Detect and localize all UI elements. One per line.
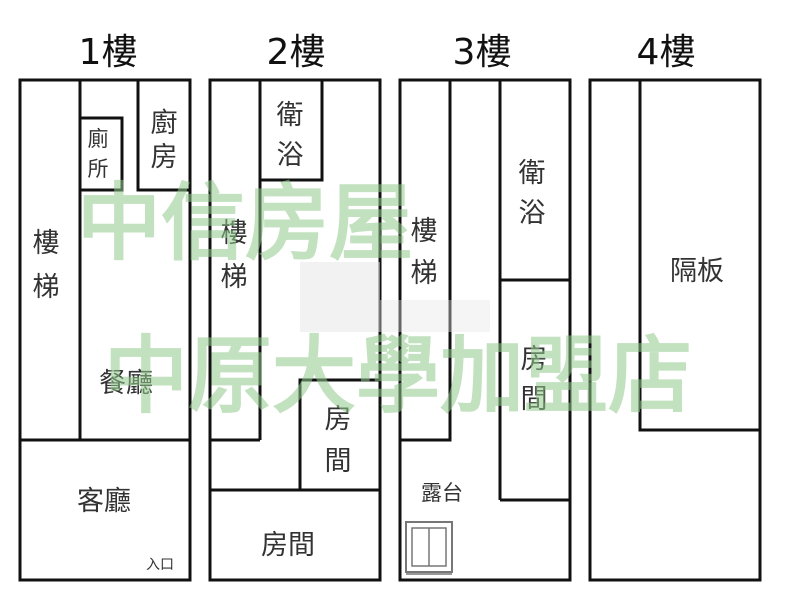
floor-4-outline <box>588 78 762 582</box>
floor-2-small-room <box>298 378 380 490</box>
washing-machine-icon <box>405 521 453 575</box>
floor-3-outline <box>398 78 572 582</box>
floor-4-partition <box>638 80 760 432</box>
floor-3-terrace-label: 露台 <box>421 481 463 505</box>
floor-1-kitchen-label-1: 廚 <box>151 108 178 139</box>
floor-1-dining-label: 餐廳 <box>99 368 153 399</box>
floor-1-toilet-label-2: 所 <box>88 157 109 181</box>
floor-2-small-room-label-1: 房 <box>325 404 352 435</box>
floor-4-partition-label: 隔板 <box>670 256 724 287</box>
floor-2-bath-label-2: 浴 <box>277 140 304 171</box>
floor-1-stairs-label-2: 梯 <box>33 272 60 303</box>
floor-3-title: 3樓 <box>453 32 512 73</box>
floor-1-living-label: 客廳 <box>77 486 131 517</box>
floor-3-stairs <box>400 80 452 442</box>
watermark-line-1: 中信房屋 <box>77 174 413 272</box>
floor-2-stairs-label-2: 梯 <box>221 262 248 293</box>
watermark-logo-icon <box>300 262 490 332</box>
floor-3-bath-label-2: 浴 <box>519 198 546 229</box>
floor-4: 4樓 隔板 <box>588 32 762 582</box>
floor-1-entrance-label: 入口 <box>146 557 174 573</box>
floor-2-bottom-room-label: 房間 <box>261 530 315 561</box>
floor-2-bath <box>260 80 324 182</box>
floor-2-bath-label-1: 衛 <box>277 100 304 131</box>
floor-1-outline <box>18 78 192 582</box>
floor-1-toilet <box>78 116 124 192</box>
floor-3-room-label-2: 間 <box>521 384 548 415</box>
floor-1-kitchen <box>136 80 190 192</box>
watermark-line-2: 中原大學加盟店 <box>104 327 692 425</box>
floor-2-title: 2樓 <box>267 32 326 73</box>
floor-1-toilet-label-1: 廁 <box>88 127 109 151</box>
floor-1-kitchen-label-2: 房 <box>151 142 178 173</box>
floor-3-bath-label-1: 衛 <box>519 158 546 189</box>
floor-3-stairs-label-2: 梯 <box>411 258 438 289</box>
floor-2-small-room-label-2: 間 <box>325 446 352 477</box>
floor-3-stairs-label-1: 樓 <box>411 216 438 247</box>
floor-4-title: 4樓 <box>637 32 696 73</box>
floor-3: 3樓 樓 梯 衛 浴 房 間 露台 <box>398 32 572 582</box>
floor-1: 1樓 樓 梯 廁 所 廚 房 餐廳 客廳 入口 <box>18 32 192 582</box>
floor-3-room-label-1: 房 <box>521 344 548 375</box>
floor-1-stairs-label-1: 樓 <box>33 228 60 259</box>
floor-1-title: 1樓 <box>79 32 138 73</box>
floor-2-stairs-label-1: 樓 <box>221 218 248 249</box>
watermark: 中信房屋 中原大學加盟店 <box>77 174 692 425</box>
